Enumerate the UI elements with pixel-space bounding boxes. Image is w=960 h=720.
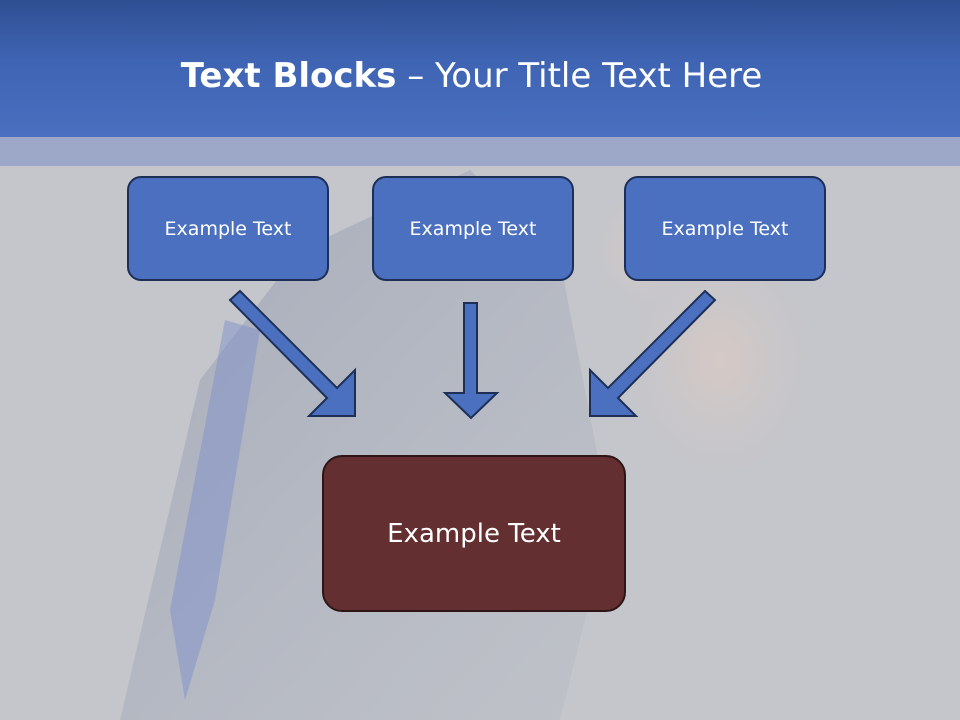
target-block-label: Example Text <box>387 518 561 549</box>
text-block-2[interactable]: Example Text <box>372 176 574 281</box>
slide-title: Text Blocks – Your Title Text Here <box>0 56 943 96</box>
arrow-center-icon <box>442 302 500 420</box>
text-block-1[interactable]: Example Text <box>127 176 329 281</box>
text-block-3[interactable]: Example Text <box>624 176 826 281</box>
text-block-1-label: Example Text <box>164 217 292 240</box>
arrow-right-icon <box>589 289 717 417</box>
arrow-left-icon <box>228 289 356 417</box>
target-block[interactable]: Example Text <box>322 455 626 612</box>
header-strip <box>0 137 960 166</box>
header-band <box>0 0 960 137</box>
title-dash: – <box>396 56 436 96</box>
title-rest: Your Title Text Here <box>435 56 763 96</box>
text-block-3-label: Example Text <box>661 217 789 240</box>
title-bold: Text Blocks <box>180 56 397 96</box>
text-block-2-label: Example Text <box>409 217 537 240</box>
